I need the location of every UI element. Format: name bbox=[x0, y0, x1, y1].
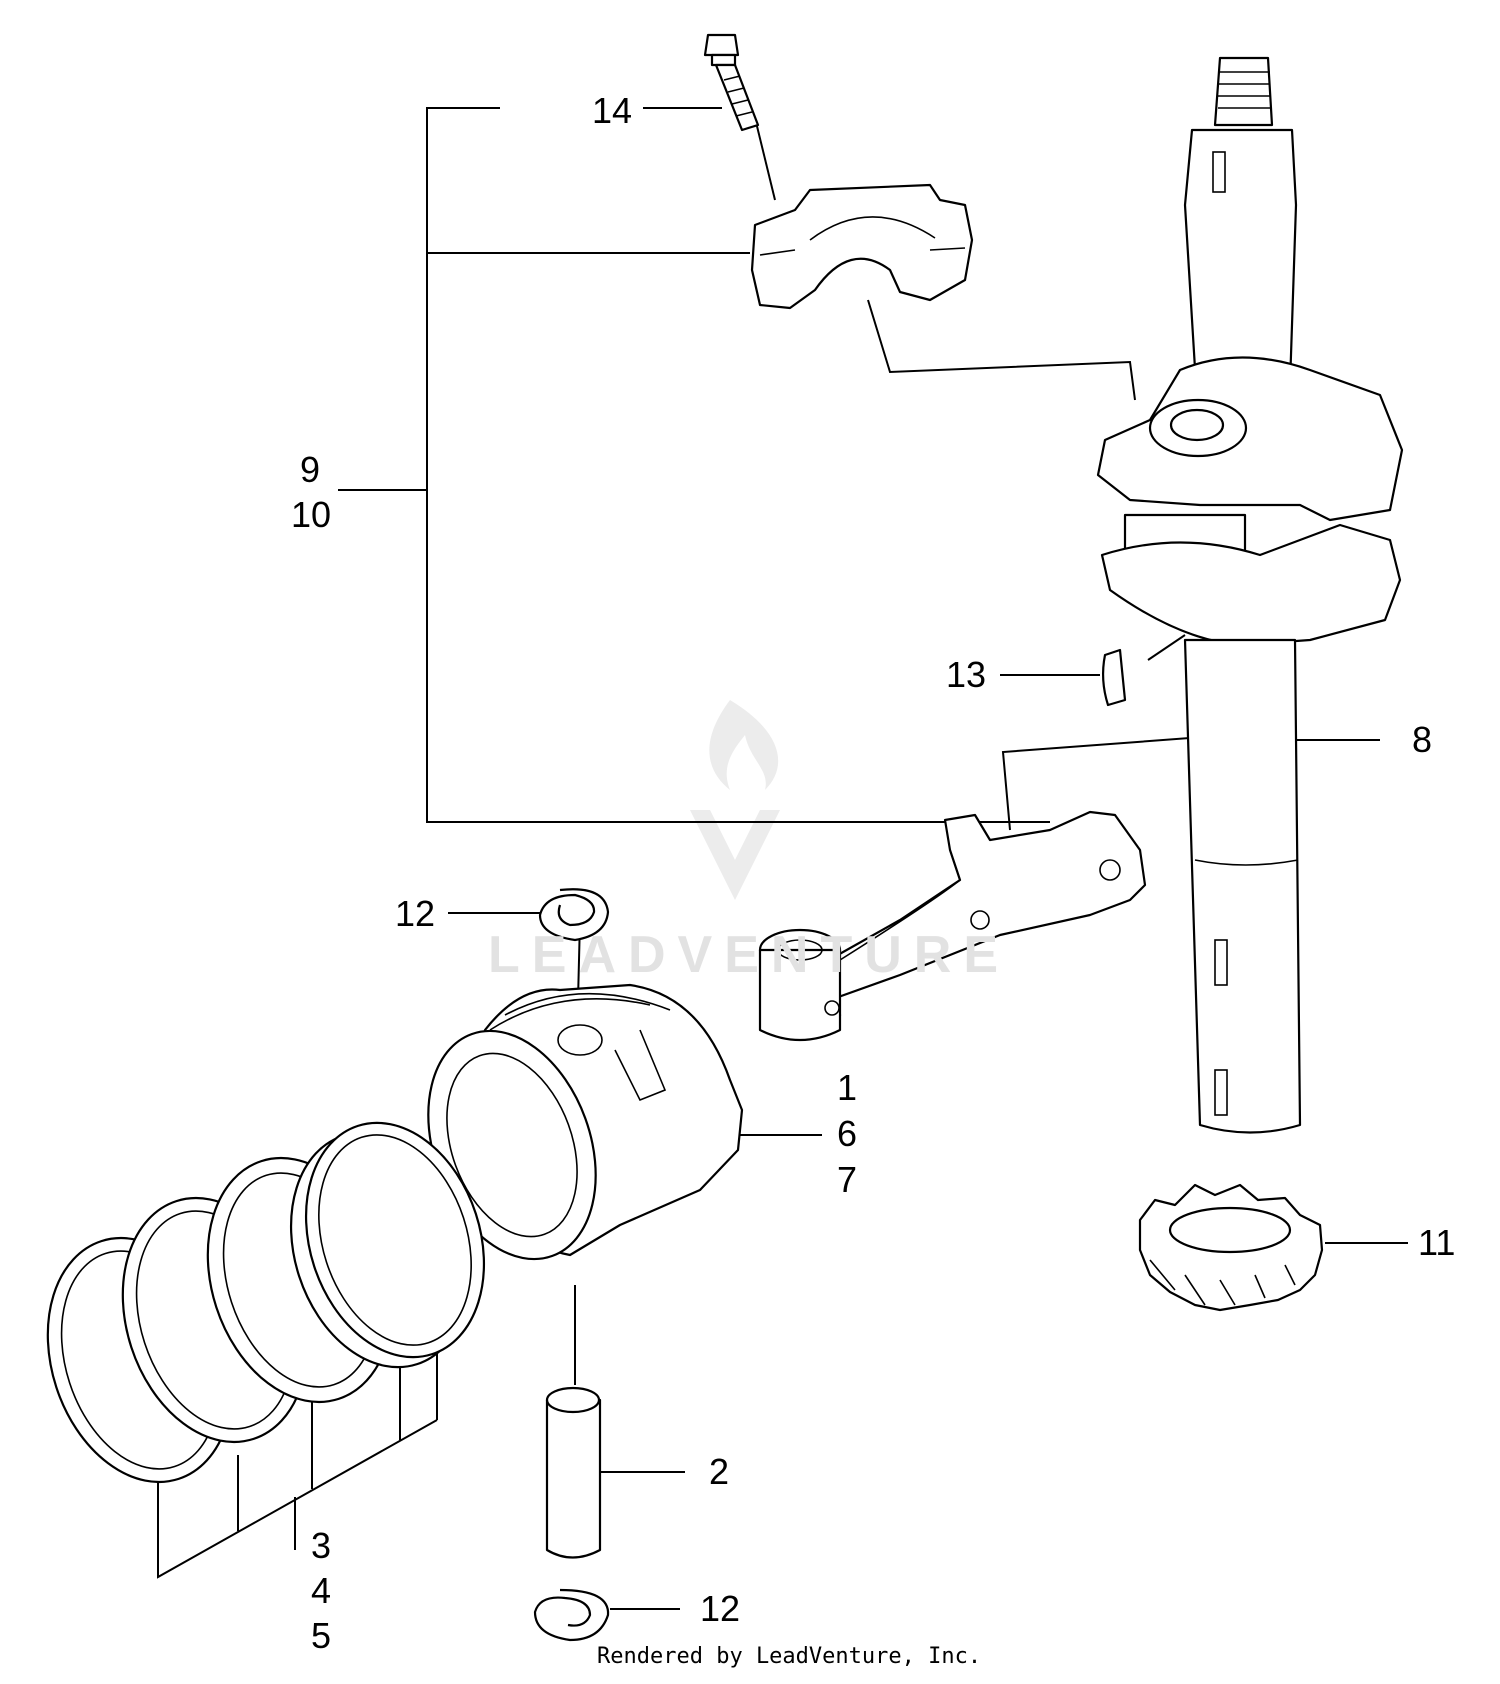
crankshaft-part bbox=[1096, 56, 1404, 1134]
rod-cap-part bbox=[750, 183, 974, 310]
piston-pin-part bbox=[545, 1386, 602, 1559]
callout-7: 7 bbox=[837, 1159, 858, 1200]
callout-12-upper: 12 bbox=[395, 893, 436, 934]
piston-rings-part bbox=[46, 1121, 486, 1484]
callout-12-lower: 12 bbox=[700, 1588, 741, 1629]
woodruff-key-part bbox=[1101, 648, 1127, 707]
callout-4: 4 bbox=[311, 1570, 332, 1611]
callout-14: 14 bbox=[592, 90, 633, 131]
callout-9: 9 bbox=[300, 449, 321, 490]
bolt-part bbox=[703, 33, 760, 132]
callout-10: 10 bbox=[291, 494, 332, 535]
callout-1: 1 bbox=[837, 1067, 858, 1108]
circlip-lower-part bbox=[533, 1588, 610, 1642]
callout-8: 8 bbox=[1412, 719, 1433, 760]
callout-11: 11 bbox=[1418, 1222, 1456, 1263]
render-credit: Rendered by LeadVenture, Inc. bbox=[597, 1644, 982, 1669]
connecting-rod-part bbox=[758, 810, 1147, 1042]
callout-6: 6 bbox=[837, 1113, 858, 1154]
callout-3: 3 bbox=[311, 1525, 332, 1566]
crank-gear-part bbox=[1138, 1183, 1324, 1312]
watermark-text: LEADVENTURE bbox=[488, 926, 1011, 984]
watermark-logo bbox=[690, 700, 780, 900]
callout-5: 5 bbox=[311, 1615, 332, 1656]
circlip-upper-part bbox=[538, 888, 610, 942]
callout-13: 13 bbox=[946, 654, 987, 695]
callout-2: 2 bbox=[709, 1451, 730, 1492]
